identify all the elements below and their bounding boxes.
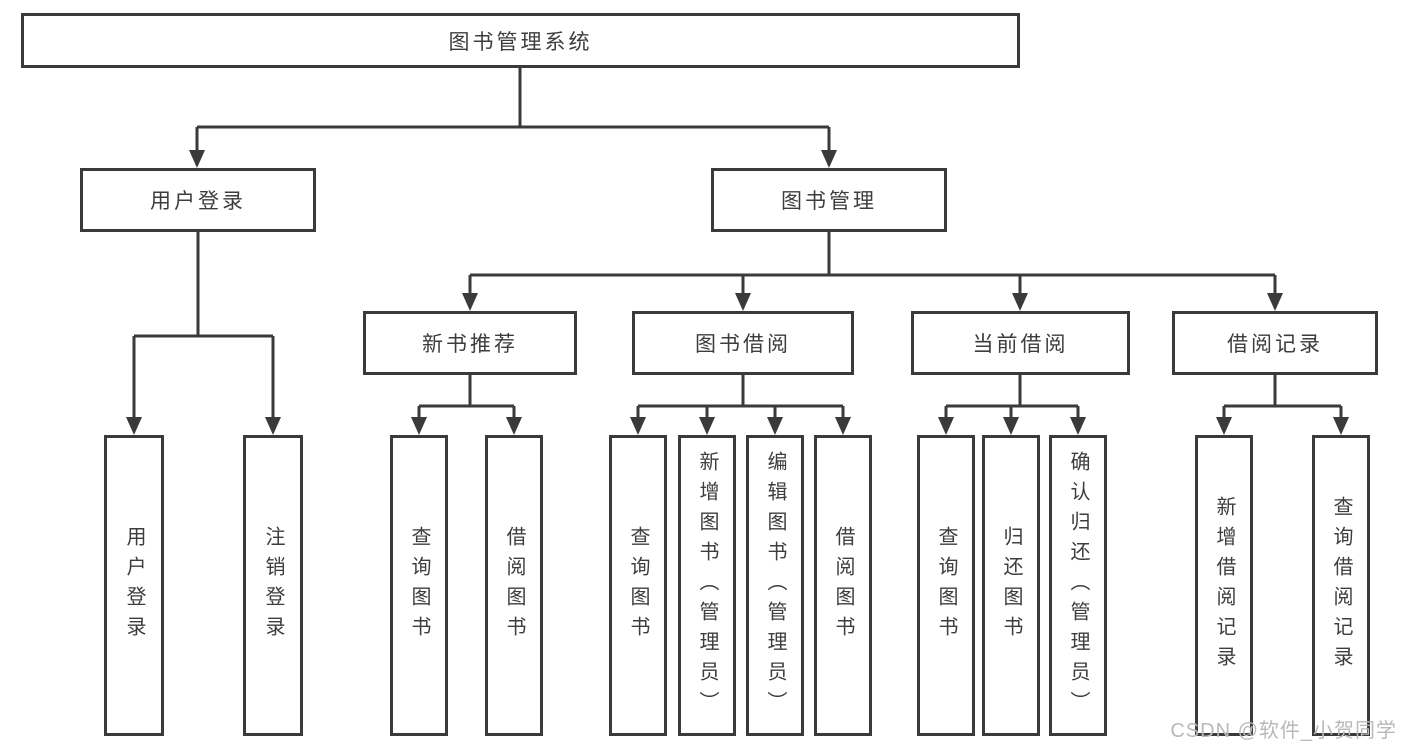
arrow-icon <box>1267 293 1283 311</box>
arrow-icon <box>462 293 478 311</box>
leaf-add-book-admin: 新增图书（管理员） <box>678 435 736 736</box>
arrow-icon <box>835 417 851 435</box>
leaf-user-login-label: 用户登录 <box>123 525 145 646</box>
node-book-management: 图书管理 <box>711 168 947 232</box>
leaf-return-book: 归还图书 <box>982 435 1040 736</box>
leaf-add-borrow-record: 新增借阅记录 <box>1195 435 1253 736</box>
node-new-book-recommend-label: 新书推荐 <box>422 333 518 356</box>
node-current-borrow: 当前借阅 <box>911 311 1130 375</box>
leaf-borrow-books-recommend-label: 借阅图书 <box>503 525 525 646</box>
leaf-query-borrow-record: 查询借阅记录 <box>1312 435 1370 736</box>
leaf-confirm-return-admin-label: 确认归还（管理员） <box>1067 450 1089 721</box>
leaf-query-books-recommend: 查询图书 <box>390 435 448 736</box>
arrow-icon <box>1216 417 1232 435</box>
arrow-icon <box>630 417 646 435</box>
arrow-icon <box>265 417 281 435</box>
leaf-borrow-books-borrow: 借阅图书 <box>814 435 872 736</box>
arrow-icon <box>1070 417 1086 435</box>
leaf-query-books-current: 查询图书 <box>917 435 975 736</box>
node-user-login: 用户登录 <box>80 168 316 232</box>
leaf-edit-book-admin: 编辑图书（管理员） <box>746 435 804 736</box>
leaf-edit-book-admin-label: 编辑图书（管理员） <box>764 450 786 721</box>
arrow-icon <box>821 150 837 168</box>
arrow-icon <box>126 417 142 435</box>
arrow-icon <box>189 150 205 168</box>
arrow-icon <box>1012 293 1028 311</box>
node-root-label: 图书管理系统 <box>448 30 593 54</box>
leaf-borrow-books-borrow-label: 借阅图书 <box>832 525 854 646</box>
arrow-icon <box>1333 417 1349 435</box>
leaf-query-borrow-record-label: 查询借阅记录 <box>1330 495 1352 676</box>
leaf-user-login: 用户登录 <box>104 435 164 736</box>
leaf-add-book-admin-label: 新增图书（管理员） <box>696 450 718 721</box>
node-borrow-records-label: 借阅记录 <box>1227 333 1323 356</box>
arrow-icon <box>699 417 715 435</box>
leaf-query-books-borrow: 查询图书 <box>609 435 667 736</box>
arrow-icon <box>735 293 751 311</box>
arrow-icon <box>938 417 954 435</box>
arrowheads <box>126 150 1349 435</box>
leaf-add-borrow-record-label: 新增借阅记录 <box>1213 495 1235 676</box>
leaf-logout: 注销登录 <box>243 435 303 736</box>
leaf-query-books-recommend-label: 查询图书 <box>408 525 430 646</box>
node-root: 图书管理系统 <box>21 13 1020 68</box>
arrow-icon <box>767 417 783 435</box>
connector-path <box>132 68 1343 419</box>
leaf-return-book-label: 归还图书 <box>1000 525 1022 646</box>
node-new-book-recommend: 新书推荐 <box>363 311 577 375</box>
arrow-icon <box>506 417 522 435</box>
node-user-login-label: 用户登录 <box>150 190 246 213</box>
arrow-icon <box>411 417 427 435</box>
leaf-query-books-current-label: 查询图书 <box>935 525 957 646</box>
arrow-icon <box>1003 417 1019 435</box>
leaf-borrow-books-recommend: 借阅图书 <box>485 435 543 736</box>
node-book-borrow-label: 图书借阅 <box>695 333 791 356</box>
leaf-query-books-borrow-label: 查询图书 <box>627 525 649 646</box>
node-book-borrow: 图书借阅 <box>632 311 854 375</box>
node-book-management-label: 图书管理 <box>781 190 877 213</box>
leaf-confirm-return-admin: 确认归还（管理员） <box>1049 435 1107 736</box>
leaf-logout-label: 注销登录 <box>262 525 284 646</box>
node-current-borrow-label: 当前借阅 <box>972 333 1069 356</box>
node-borrow-records: 借阅记录 <box>1172 311 1378 375</box>
watermark: CSDN @软件_小贺同学 <box>1170 720 1397 742</box>
